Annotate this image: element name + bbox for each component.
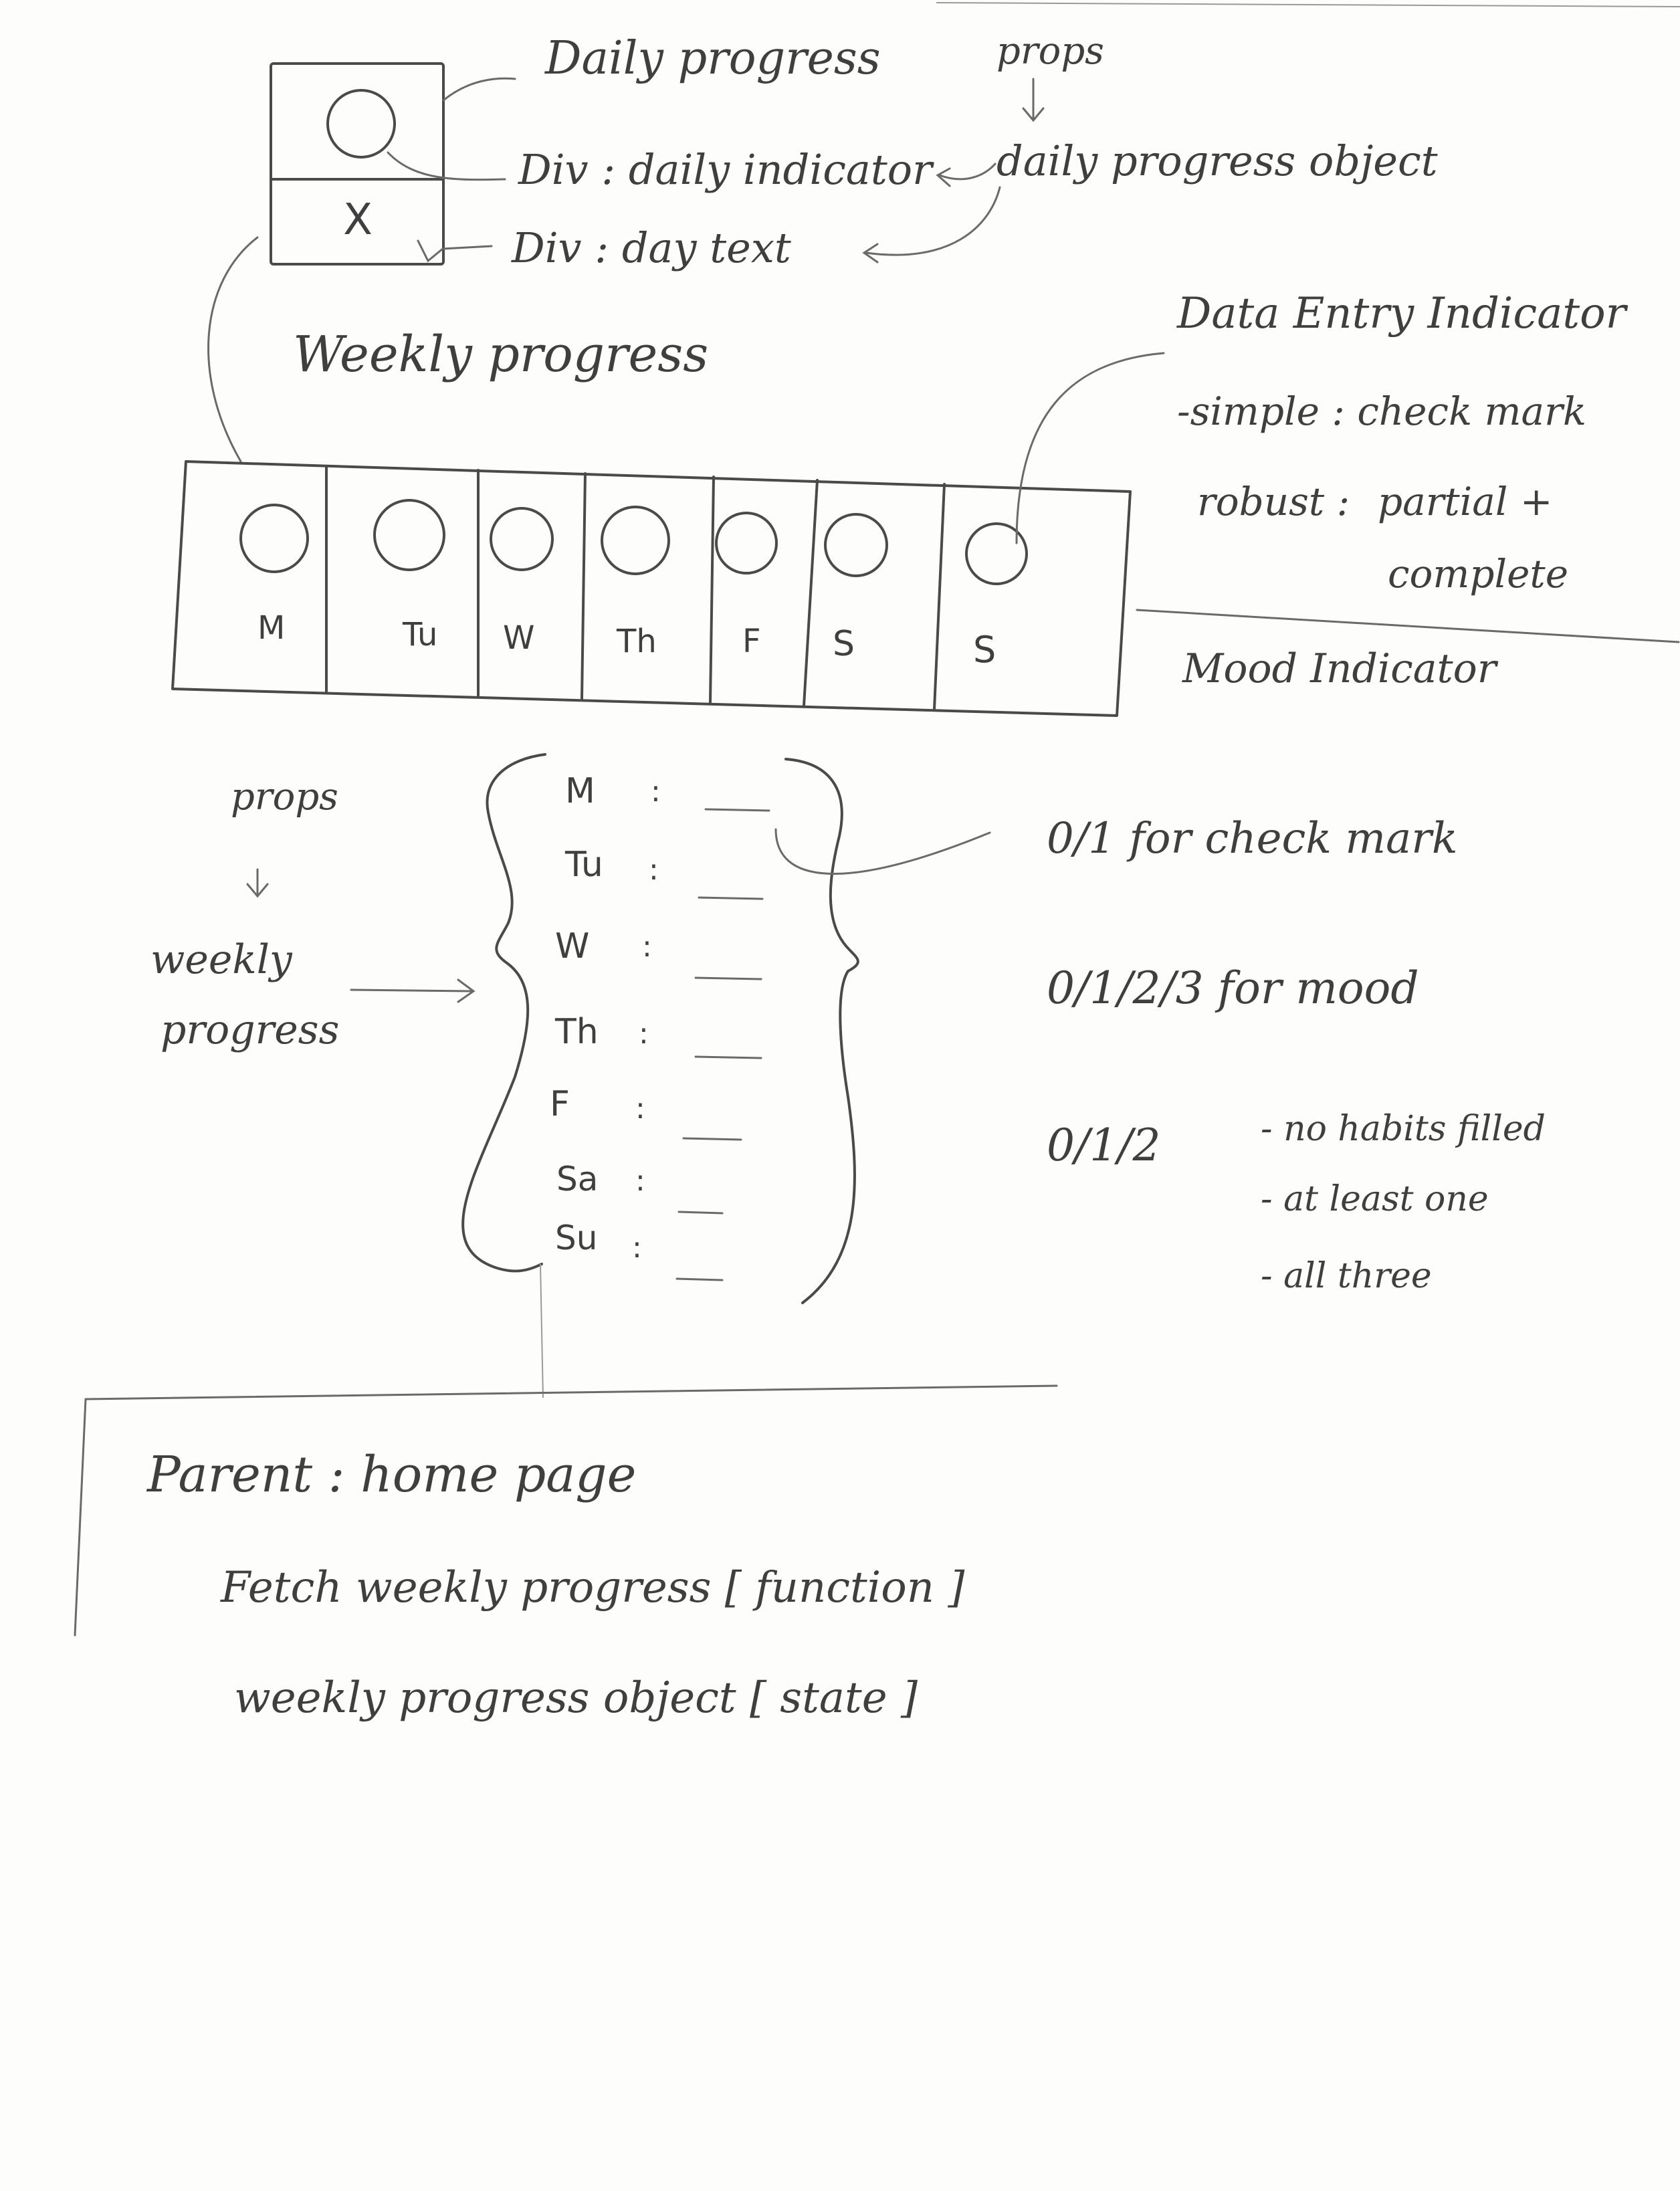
day-indicator-circle xyxy=(965,522,1028,585)
props-arrow-to-object xyxy=(350,978,476,1003)
div-day-text: Div : day text xyxy=(511,223,791,272)
habit-option: - at least one xyxy=(1261,1179,1489,1219)
weekly-cell-divider xyxy=(933,483,946,710)
object-day-label: F xyxy=(550,1084,570,1124)
leader-value-checkmark xyxy=(774,828,991,875)
weekly-strip-outline xyxy=(171,460,1132,717)
object-value-blank xyxy=(694,1055,762,1059)
object-day-rows: M : Tu : W : Th : F : Sa : Su : xyxy=(550,771,770,1281)
weekly-source-line1: weekly xyxy=(150,936,293,983)
habit-option: - no habits filled xyxy=(1261,1109,1546,1149)
leader-day-text xyxy=(417,239,493,263)
object-value-blank xyxy=(675,1277,724,1281)
day-label: W xyxy=(503,619,534,657)
object-day-label: Sa xyxy=(556,1160,598,1198)
day-label: M xyxy=(257,609,285,647)
object-day-label: Su xyxy=(555,1219,597,1257)
mood-indicator-title: Mood Indicator xyxy=(1182,645,1499,692)
weekly-progress-title: Weekly progress xyxy=(293,326,708,383)
top-rule xyxy=(936,2,1680,7)
value-habits: 0/1/2 xyxy=(1047,1120,1160,1171)
daily-progress-title: Daily progress xyxy=(544,32,881,85)
day-indicator-circle xyxy=(601,506,670,575)
daily-progress-box: X xyxy=(270,62,445,266)
parent-state-object: weekly progress object [ state ] xyxy=(234,1673,918,1723)
daily-props-label: props xyxy=(996,29,1104,73)
value-checkmark: 0/1 for check mark xyxy=(1047,814,1458,863)
object-colon: : xyxy=(642,930,652,964)
div-daily-indicator: Div : daily indicator xyxy=(518,145,934,194)
object-close-brace xyxy=(784,758,859,1304)
object-day-label: W xyxy=(555,926,589,966)
day-indicator-circle xyxy=(373,499,445,571)
object-colon: : xyxy=(639,1017,649,1051)
object-value-blank xyxy=(704,808,770,812)
day-label: Tu xyxy=(402,616,437,653)
leader-data-entry xyxy=(1015,352,1165,544)
arrow-to-daily-indicator xyxy=(936,163,996,187)
object-day-label: Tu xyxy=(564,845,603,885)
day-indicator-circle xyxy=(824,513,888,577)
object-value-blank xyxy=(694,976,762,980)
object-colon: : xyxy=(635,1164,645,1198)
object-colon: : xyxy=(632,1231,642,1265)
weekly-source-line2: progress xyxy=(161,1007,339,1053)
leader-daily-indicator xyxy=(387,151,506,181)
parent-fetch-function: Fetch weekly progress [ function ] xyxy=(220,1563,965,1612)
weekly-props-arrow xyxy=(246,868,269,898)
data-entry-robust-line1: partial + xyxy=(1378,479,1552,524)
data-entry-robust-label: robust : xyxy=(1197,479,1350,524)
day-label: S xyxy=(973,629,996,671)
day-label: Th xyxy=(616,623,657,660)
parent-title: Parent : home page xyxy=(146,1446,636,1503)
value-mood: 0/1/2/3 for mood xyxy=(1047,962,1419,1014)
day-indicator-circle xyxy=(715,512,778,575)
daily-box-symbol: X xyxy=(343,195,373,245)
object-colon: : xyxy=(651,774,661,809)
leader-daily-title xyxy=(442,77,516,102)
data-entry-robust-line2: complete xyxy=(1388,551,1568,597)
habit-option: - all three xyxy=(1261,1256,1432,1296)
object-value-blank xyxy=(677,1211,724,1215)
object-day-label: M xyxy=(565,771,595,811)
object-open-brace xyxy=(461,753,546,1273)
weekly-cell-divider xyxy=(803,479,819,707)
object-colon: : xyxy=(649,853,659,887)
day-indicator-circle xyxy=(239,504,309,573)
object-colon: : xyxy=(635,1091,645,1126)
daily-indicator-circle xyxy=(326,89,396,159)
daily-box-outline xyxy=(270,62,445,266)
section-divider xyxy=(1136,609,1680,643)
object-day-label: Th xyxy=(554,1012,599,1052)
daily-progress-object: daily progress object xyxy=(996,136,1438,185)
object-value-blank xyxy=(682,1137,742,1141)
connector-to-parent xyxy=(540,1263,544,1398)
parent-frame xyxy=(74,1384,1058,1637)
weekly-cell-divider xyxy=(581,472,587,700)
weekly-cell-divider xyxy=(709,476,715,704)
weekly-props-label: props xyxy=(231,775,338,819)
leader-daily-to-weekly xyxy=(207,236,259,463)
object-value-blank xyxy=(698,896,764,900)
arrow-to-day-text xyxy=(862,186,1001,264)
daily-props-arrow xyxy=(1022,78,1045,122)
day-label: S xyxy=(833,624,855,664)
data-entry-title: Data Entry Indicator xyxy=(1176,289,1629,338)
day-label: F xyxy=(742,623,761,660)
day-indicator-circle xyxy=(490,507,554,571)
weekly-progress-strip: M Tu W Th F S S xyxy=(171,460,1132,717)
data-entry-simple: -simple : check mark xyxy=(1177,389,1586,434)
